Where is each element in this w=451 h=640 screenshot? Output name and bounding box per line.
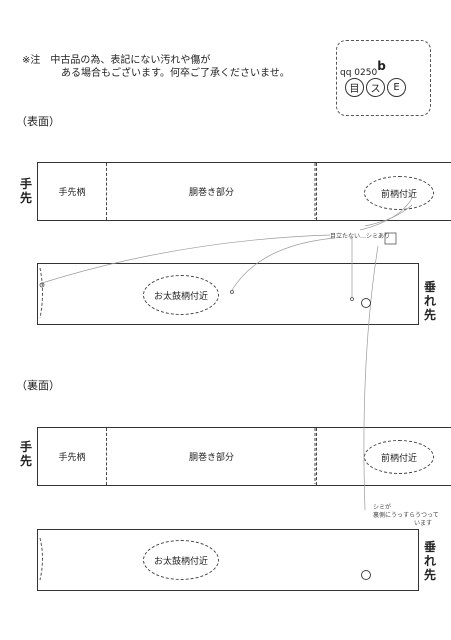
back-otaiko-label: お太鼓柄付近 (153, 556, 208, 567)
back-annotation-1: シミが (373, 504, 392, 511)
front-tare-saki-label: 垂れ先 (423, 280, 437, 322)
front-te-saki-text: 手先 (19, 177, 32, 205)
front-te-saki-label: 手先 (19, 177, 33, 205)
back-annotation-3: います (414, 520, 433, 527)
disclaimer-line-2: ある場合もございます。何卒ご了承くださいませ。 (61, 68, 290, 79)
back-te-saki-text: 手先 (19, 440, 32, 468)
item-code: qq 0250b (340, 59, 386, 78)
back-tare-saki-text: 垂れ先 (423, 540, 436, 582)
back-te-saki-gara-cell: 手先柄 (38, 428, 107, 485)
front-spot-mark-4 (361, 298, 371, 308)
back-te-saki-gara-label: 手先柄 (58, 453, 86, 463)
back-te-saki-label: 手先 (19, 440, 33, 468)
front-lower-left-dashed-edge (39, 267, 43, 319)
front-dou-maki-cell: 胴巻き部分 (107, 163, 317, 220)
front-mae-gara-ellipse: 前柄付近 (364, 176, 434, 210)
back-mae-gara-label: 前柄付近 (380, 453, 417, 464)
front-spot-mark-1 (39, 282, 45, 288)
front-spot-mark-2 (230, 290, 234, 294)
stamp-circle-3: E (387, 78, 406, 97)
front-mae-gara-label: 前柄付近 (380, 189, 417, 200)
back-mae-gara-ellipse: 前柄付近 (364, 440, 434, 474)
front-tare-saki-text: 垂れ先 (423, 280, 436, 322)
front-dou-maki-label: 胴巻き部分 (188, 188, 234, 198)
front-heading: （表面） (16, 115, 60, 128)
back-dou-maki-label: 胴巻き部分 (188, 453, 234, 463)
front-annotation-box (384, 232, 397, 245)
front-annotation: 目立たない…シミあり (330, 233, 391, 240)
front-otaiko-label: お太鼓柄付近 (153, 291, 208, 302)
front-connector-1 (41, 234, 331, 284)
front-to-back-connector (363, 245, 379, 511)
front-otaiko-ellipse: お太鼓柄付近 (143, 275, 219, 315)
back-lower-left-dashed-edge (39, 537, 43, 581)
back-otaiko-ellipse: お太鼓柄付近 (143, 540, 219, 580)
stamp-circle-2: ス (366, 78, 385, 97)
front-connector-5 (364, 204, 413, 227)
disclaimer-line-1: ※注 中古品の為、表記にない汚れや傷が (22, 55, 211, 66)
item-code-stamp (336, 40, 431, 116)
front-lower-band (37, 263, 419, 325)
stamp-circle-1: 目 (345, 78, 364, 97)
back-spot-mark (361, 570, 371, 580)
front-te-saki-gara-label: 手先柄 (58, 188, 86, 198)
item-code-number: qq 0250 (340, 68, 378, 78)
back-heading: （裏面） (16, 379, 60, 392)
front-te-saki-gara-cell: 手先柄 (38, 163, 107, 220)
back-lower-band (37, 529, 419, 591)
item-code-suffix: b (377, 59, 386, 73)
back-dou-maki-cell: 胴巻き部分 (107, 428, 317, 485)
back-annotation-2: 裏側にうっすらうつって (373, 512, 439, 519)
stamp-circle-marks: 目 ス E (345, 78, 406, 97)
front-connector-2 (231, 237, 336, 291)
back-tare-saki-label: 垂れ先 (423, 540, 437, 582)
front-spot-mark-3 (350, 297, 354, 301)
